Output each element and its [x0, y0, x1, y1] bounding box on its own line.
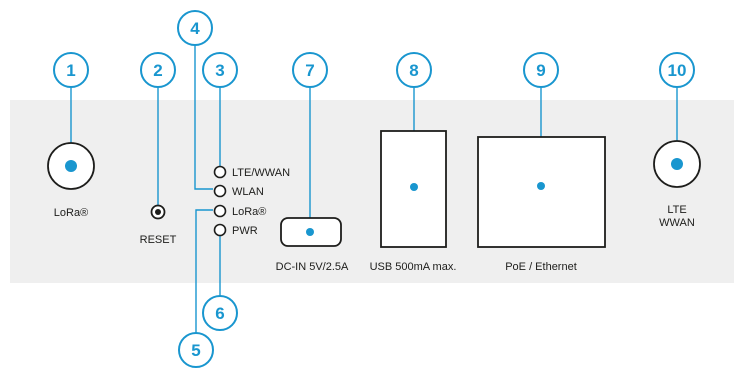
usb-dot — [410, 183, 418, 191]
device-panel — [10, 100, 734, 283]
lte-label-line1: LTE — [667, 204, 686, 216]
callout-10-number: 10 — [668, 61, 687, 80]
callout-6-number: 6 — [215, 304, 224, 323]
led-wlan-label: WLAN — [232, 186, 264, 198]
callout-4: 4 — [177, 10, 213, 46]
leader-line-5 — [195, 209, 213, 333]
callout-2: 2 — [140, 52, 176, 88]
callout-8-number: 8 — [409, 61, 418, 80]
callout-7-number: 7 — [305, 61, 314, 80]
usb-label: USB 500mA max. — [370, 261, 457, 273]
callout-4-number: 4 — [190, 19, 200, 38]
callout-3: 3 — [202, 52, 238, 88]
led-lora-label: LoRa® — [232, 206, 266, 218]
callout-6: 6 — [202, 295, 238, 331]
reset-label: RESET — [140, 234, 177, 246]
ethernet-port — [477, 136, 606, 248]
dc-in-dot — [306, 228, 314, 236]
lora-antenna-label: LoRa® — [54, 207, 88, 219]
callout-9: 9 — [523, 52, 559, 88]
callout-8: 8 — [396, 52, 432, 88]
callout-3-number: 3 — [215, 61, 224, 80]
lora-antenna-pin — [65, 160, 77, 172]
callout-2-number: 2 — [153, 61, 162, 80]
ethernet-label: PoE / Ethernet — [505, 261, 577, 273]
led-pwr-label: PWR — [232, 225, 258, 237]
callout-5-number: 5 — [191, 341, 200, 360]
callout-10: 10 — [659, 52, 695, 88]
leader-line-4 — [194, 45, 213, 190]
lte-label-line2: WWAN — [659, 217, 695, 229]
callout-1-number: 1 — [66, 61, 75, 80]
callout-5: 5 — [178, 332, 214, 368]
led-lte-label: LTE/WWAN — [232, 167, 290, 179]
led-lte — [213, 165, 227, 179]
callout-1: 1 — [53, 52, 89, 88]
ethernet-dot — [537, 182, 545, 190]
led-lora — [213, 204, 227, 218]
led-wlan — [213, 184, 227, 198]
callout-9-number: 9 — [536, 61, 545, 80]
lte-antenna-pin — [671, 158, 683, 170]
callout-7: 7 — [292, 52, 328, 88]
led-pwr — [213, 223, 227, 237]
dc-in-label: DC-IN 5V/2.5A — [276, 261, 349, 273]
reset-button-center — [155, 209, 161, 215]
